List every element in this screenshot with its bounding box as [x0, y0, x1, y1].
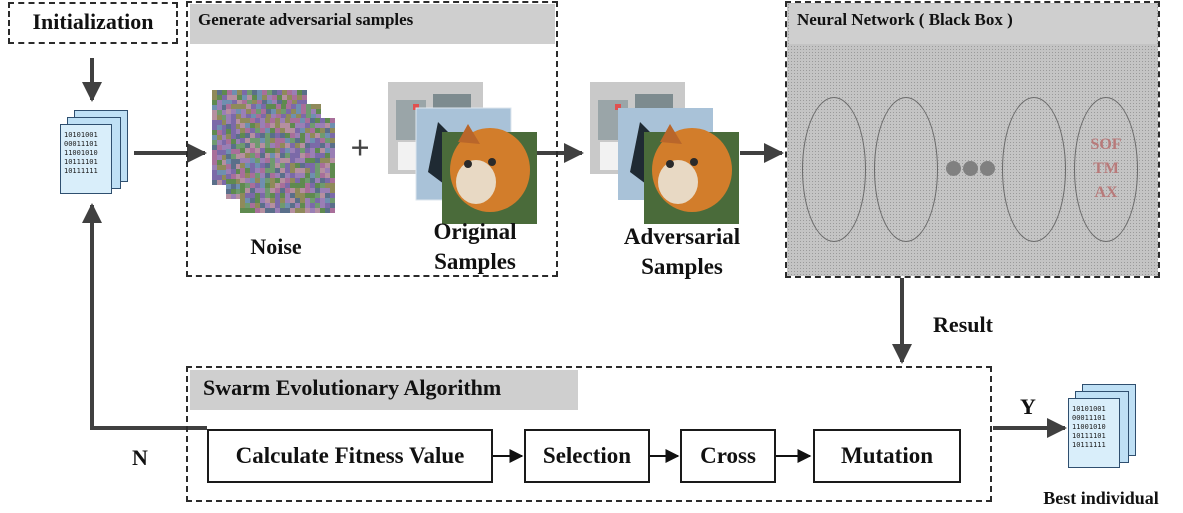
- arrow-loop-n: [82, 203, 207, 430]
- network-layer-2: [874, 97, 938, 242]
- mutation-step: Mutation: [813, 429, 961, 483]
- calculate-fitness-step: Calculate Fitness Value: [207, 429, 493, 483]
- network-softmax-layer: [1074, 97, 1138, 242]
- noise-label: Noise: [250, 234, 302, 259]
- cross-step: Cross: [680, 429, 776, 483]
- neural-network-title: Neural Network ( Black Box ): [789, 4, 1157, 44]
- generate-adversarial-group: [186, 1, 558, 277]
- original-samples-stack: [388, 82, 538, 224]
- swarm-algorithm-title: Swarm Evolutionary Algorithm: [190, 370, 578, 410]
- network-layer-3: [1002, 97, 1066, 242]
- result-label: Result: [933, 312, 993, 337]
- generate-adversarial-title: Generate adversarial samples: [190, 4, 555, 44]
- original-samples-label: Original Samples: [433, 219, 517, 274]
- yes-branch-label: Y: [1020, 394, 1036, 419]
- adversarial-samples-label: Adversarial Samples: [623, 224, 741, 279]
- selection-step: Selection: [524, 429, 650, 483]
- population-document-icon: 10101001 00011101 11001010 10111101 1011…: [58, 110, 130, 200]
- best-individual-label: Best individual: [1043, 488, 1159, 508]
- ellipsis-dot-2: [963, 161, 978, 176]
- ellipsis-dot-1: [946, 161, 961, 176]
- swarm-algorithm-group: [186, 366, 992, 502]
- ellipsis-dot-3: [980, 161, 995, 176]
- initialization-label: Initialization: [32, 9, 154, 34]
- adversarial-samples-stack: [590, 82, 740, 224]
- initialization-box: [8, 2, 178, 44]
- noise-image-stack: [212, 90, 337, 215]
- no-branch-label: N: [132, 445, 148, 470]
- softmax-label: SOF TM AX: [1090, 136, 1122, 201]
- plus-sign: +: [350, 130, 370, 167]
- noise-square-3: [240, 118, 335, 213]
- best-individual-document-icon: 10101001 00011101 11001010 10111101 1011…: [1066, 384, 1138, 474]
- network-layer-1: [802, 97, 866, 242]
